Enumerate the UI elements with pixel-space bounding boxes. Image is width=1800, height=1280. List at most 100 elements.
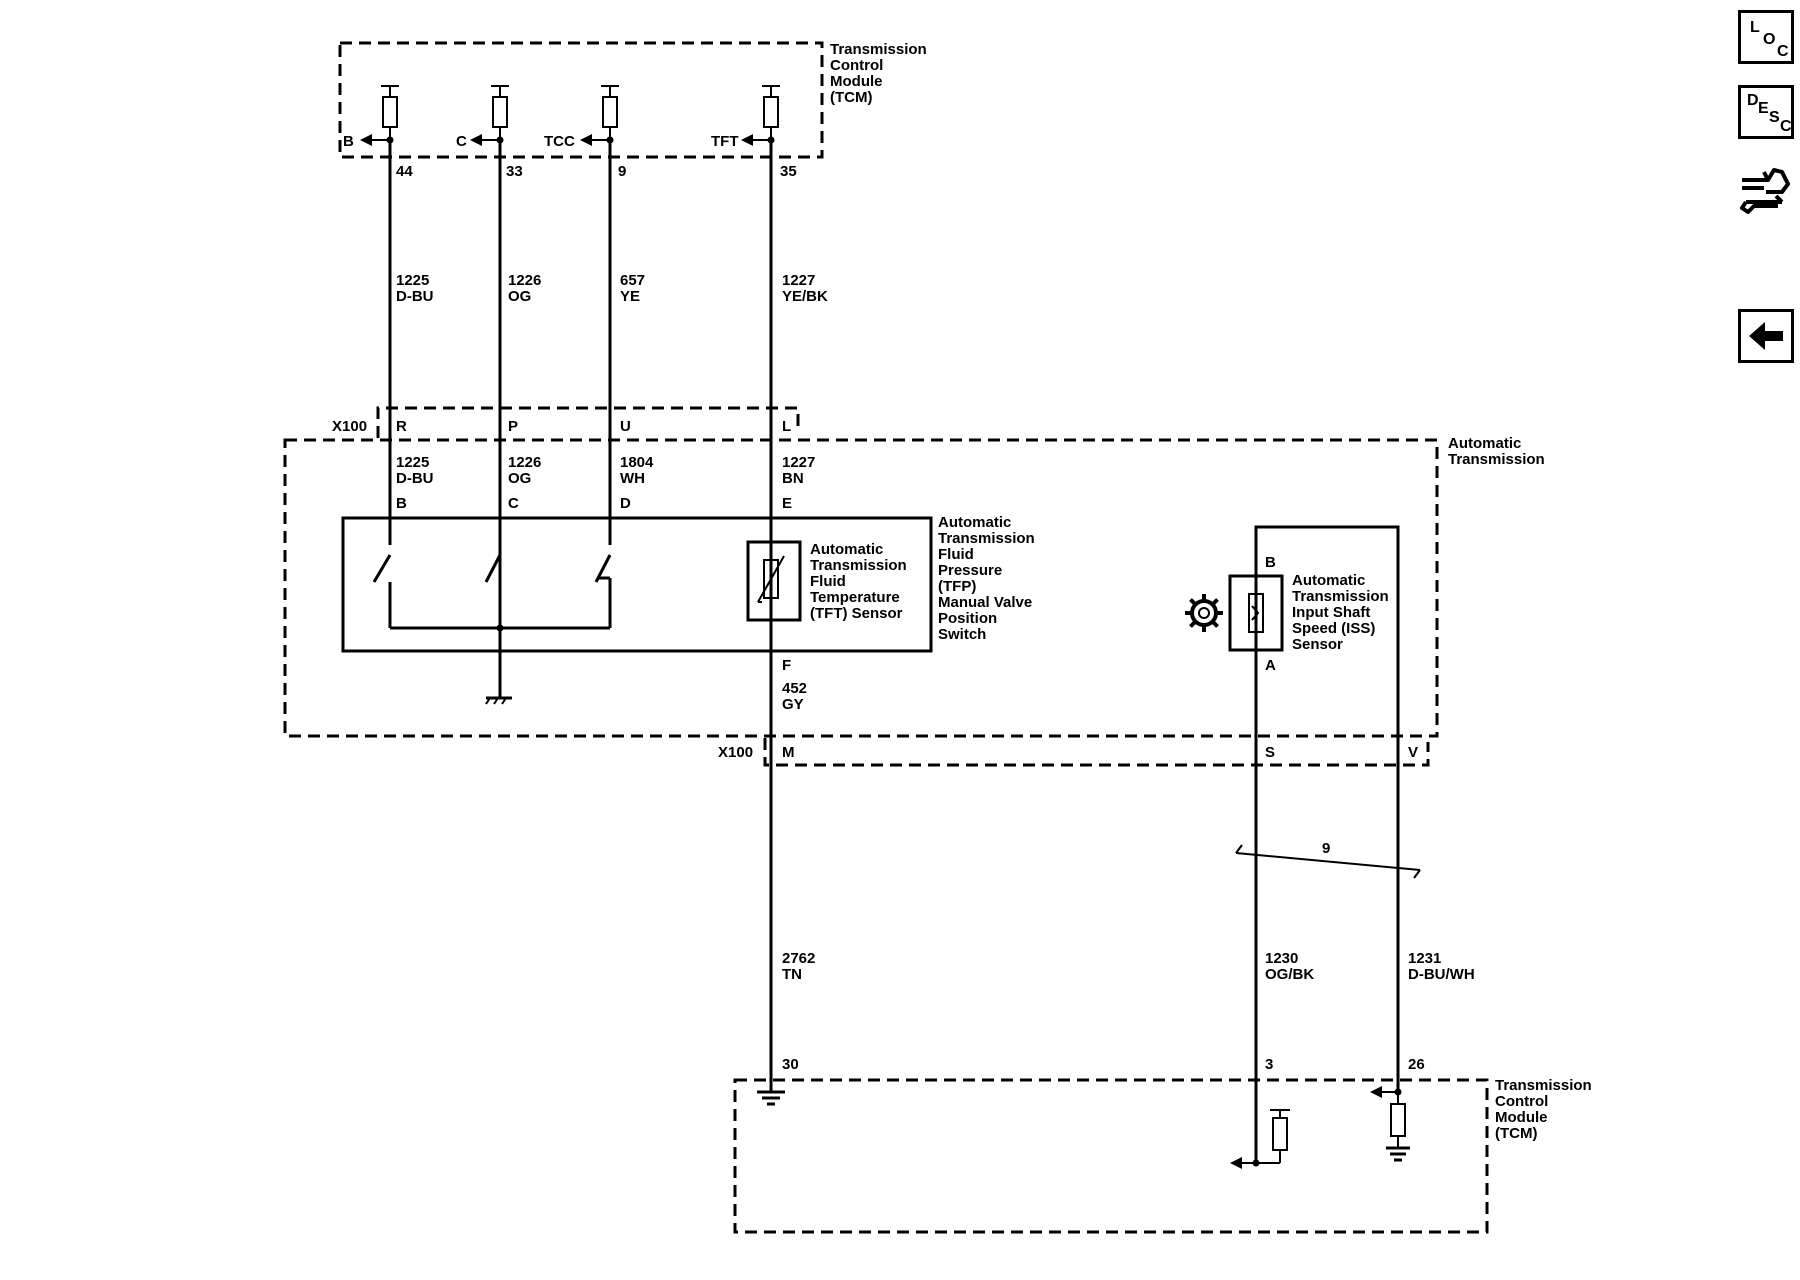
hand-wrench-icon — [1740, 168, 1790, 214]
repair-procedure-button[interactable] — [1738, 158, 1794, 214]
automatic-transmission-label: Automatic Transmission — [1448, 435, 1545, 468]
svg-text:(TFT) Sensor: (TFT) Sensor — [810, 605, 903, 622]
x100-connector-bottom — [763, 738, 1430, 767]
upper-wire-labels: 1225 D-BU 1226 OG 657 YE 1227 YE/BK — [396, 272, 828, 305]
svg-text:(TFP): (TFP) — [938, 578, 976, 595]
svg-text:2762: 2762 — [782, 950, 815, 967]
svg-text:1226: 1226 — [508, 454, 541, 471]
svg-text:Speed (ISS): Speed (ISS) — [1292, 620, 1375, 637]
svg-text:Transmission: Transmission — [830, 41, 927, 58]
svg-text:WH: WH — [620, 470, 645, 487]
svg-text:1227: 1227 — [782, 454, 815, 471]
svg-text:Control: Control — [830, 57, 883, 74]
svg-text:657: 657 — [620, 272, 645, 289]
svg-text:Temperature: Temperature — [810, 589, 900, 606]
tcm-top-label: Transmission Control Module (TCM) — [830, 41, 927, 106]
svg-text:U: U — [620, 418, 631, 435]
tft-sensor-label: Automatic Transmission Fluid Temperature… — [810, 541, 907, 622]
automatic-transmission-boundary — [283, 438, 1439, 738]
svg-text:Automatic: Automatic — [1292, 572, 1365, 589]
svg-text:E: E — [782, 495, 792, 512]
svg-text:BN: BN — [782, 470, 804, 487]
svg-text:YE: YE — [620, 288, 640, 305]
svg-text:1227: 1227 — [782, 272, 815, 289]
svg-text:L: L — [782, 418, 791, 435]
tcm-bottom-boundary — [733, 1078, 1489, 1234]
svg-text:D-BU: D-BU — [396, 288, 434, 305]
tfp-switch-box — [341, 516, 933, 653]
svg-text:V: V — [1408, 744, 1418, 761]
svg-text:TN: TN — [782, 966, 802, 983]
svg-text:Module: Module — [830, 73, 883, 90]
signal-b: B — [343, 133, 354, 150]
tft-thermistor-icon — [763, 559, 779, 599]
svg-text:Fluid: Fluid — [810, 573, 846, 590]
svg-text:Transmission: Transmission — [1292, 588, 1389, 605]
pressure-switches — [372, 554, 612, 632]
svg-text:30: 30 — [782, 1056, 799, 1073]
svg-text:Module: Module — [1495, 1109, 1548, 1126]
svg-text:Transmission: Transmission — [1448, 451, 1545, 468]
svg-text:3: 3 — [1265, 1056, 1273, 1073]
iss-sensor-label: Automatic Transmission Input Shaft Speed… — [1292, 572, 1389, 653]
reluctor-gear-icon — [1185, 594, 1223, 632]
twisted-pair-marker: 9 — [1235, 840, 1421, 879]
pin-35: 35 — [780, 163, 797, 180]
svg-text:1230: 1230 — [1265, 950, 1298, 967]
svg-text:D-BU/WH: D-BU/WH — [1408, 966, 1475, 983]
svg-text:P: P — [508, 418, 518, 435]
ground-symbol-pin-30 — [757, 1090, 785, 1106]
svg-text:X100: X100 — [332, 418, 367, 435]
svg-text:F: F — [782, 657, 791, 674]
svg-text:(TCM): (TCM) — [1495, 1125, 1537, 1142]
arrow-left-icon — [1749, 322, 1783, 350]
svg-text:C: C — [508, 495, 519, 512]
svg-text:Control: Control — [1495, 1093, 1548, 1110]
inside-wire-labels: 1225 D-BU 1226 OG 1804 WH 1227 BN — [396, 454, 815, 487]
tcm-input-c: C 33 — [456, 85, 523, 180]
svg-text:YE/BK: YE/BK — [782, 288, 828, 305]
tft-thermistor-box — [746, 540, 802, 622]
svg-text:1226: 1226 — [508, 272, 541, 289]
svg-text:Manual Valve: Manual Valve — [938, 594, 1032, 611]
svg-text:OG/BK: OG/BK — [1265, 966, 1314, 983]
location-button[interactable]: L O C — [1738, 10, 1794, 64]
x100-connector-top — [376, 406, 800, 438]
iss-reference-circuit — [1370, 1086, 1410, 1162]
svg-text:M: M — [782, 744, 795, 761]
svg-text:Automatic: Automatic — [1448, 435, 1521, 452]
svg-text:Automatic: Automatic — [810, 541, 883, 558]
svg-text:GY: GY — [782, 696, 804, 713]
svg-text:26: 26 — [1408, 1056, 1425, 1073]
svg-text:R: R — [396, 418, 407, 435]
pin-33: 33 — [506, 163, 523, 180]
svg-text:OG: OG — [508, 470, 531, 487]
tfp-switch-label: Automatic Transmission Fluid Pressure (T… — [938, 514, 1035, 643]
tcm-bottom-pin-labels: 30 3 26 — [782, 1056, 1425, 1073]
svg-text:Switch: Switch — [938, 626, 986, 643]
pin-44: 44 — [396, 163, 413, 180]
svg-text:B: B — [396, 495, 407, 512]
svg-text:1231: 1231 — [1408, 950, 1441, 967]
back-button[interactable] — [1738, 309, 1794, 363]
iss-signal-input-circuit — [1230, 1109, 1290, 1169]
svg-text:X100: X100 — [718, 744, 753, 761]
svg-text:Fluid: Fluid — [938, 546, 974, 563]
iss-sensor-circuit — [1254, 525, 1400, 1163]
tcm-bottom-label: Transmission Control Module (TCM) — [1495, 1077, 1592, 1142]
svg-text:D-BU: D-BU — [396, 470, 434, 487]
svg-text:Transmission: Transmission — [1495, 1077, 1592, 1094]
switch-pin-labels: B C D E — [396, 495, 792, 512]
svg-text:(TCM): (TCM) — [830, 89, 872, 106]
lower-wire-labels: 2762 TN 1230 OG/BK 1231 D-BU/WH — [782, 950, 1475, 983]
svg-text:Sensor: Sensor — [1292, 636, 1343, 653]
iss-sensor-icon — [1248, 593, 1264, 633]
description-button[interactable]: D E S C — [1738, 85, 1794, 139]
tcm-input-tcc: TCC 9 — [544, 85, 626, 180]
signal-tcc: TCC — [544, 133, 575, 150]
tcm-top-boundary — [338, 41, 824, 159]
svg-text:1225: 1225 — [396, 454, 429, 471]
svg-text:Transmission: Transmission — [810, 557, 907, 574]
signal-tft: TFT — [711, 133, 739, 150]
